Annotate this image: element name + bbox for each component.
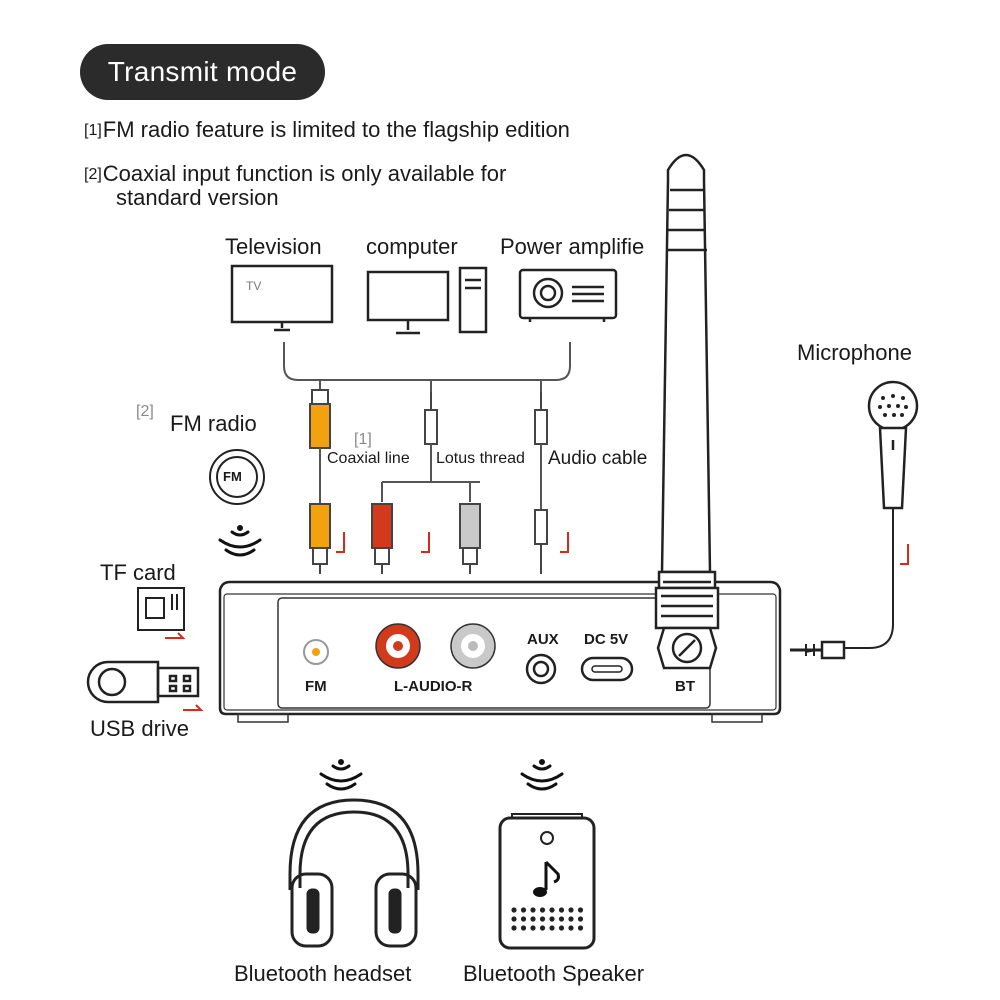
speaker-grille-dot (539, 916, 546, 922)
audio-cable (534, 380, 548, 574)
speaker-grille-dot (539, 907, 546, 913)
rca-left-port-icon (375, 623, 421, 669)
television-icon (230, 264, 334, 332)
speaker-grille-dot (558, 925, 565, 931)
insert-arrow-icon (165, 532, 909, 711)
speaker-grille-dot (530, 907, 536, 913)
usb-drive-label: USB drive (90, 716, 190, 741)
speaker-grille-dot (577, 925, 584, 931)
speaker-grille-dot (568, 907, 574, 913)
fm-port-icon (303, 639, 329, 665)
microphone-label: Microphone (797, 340, 912, 365)
source-bus-line (283, 342, 571, 381)
lotus-cable (371, 380, 481, 574)
fm-port-label: FM (305, 678, 327, 695)
computer-label: computer (366, 234, 458, 259)
bt-label: BT (675, 678, 695, 695)
fm-radio-icon (209, 449, 265, 505)
aux-port-icon (525, 653, 557, 685)
bluetooth-speaker-label: Bluetooth Speaker (463, 961, 645, 986)
aux-port-label: AUX (527, 631, 559, 648)
lotus-thread-label: Lotus thread (436, 450, 525, 467)
coaxial-ref-mark: [1] (354, 431, 372, 448)
television-label: Television (225, 234, 322, 259)
speaker-grille-dot (530, 916, 536, 922)
usb-drive-icon (86, 660, 200, 704)
note-2-text-cont: standard version (116, 185, 279, 210)
speaker-grille-dot (577, 907, 584, 913)
speaker-grille-dot (549, 907, 555, 913)
fm-ref-mark: [2] (136, 403, 154, 420)
audio-port-label: L-AUDIO-R (394, 678, 473, 695)
speaker-icon (498, 813, 596, 950)
note-2-text: Coaxial input function is only available… (102, 161, 507, 186)
speaker-grille-dot (558, 907, 565, 913)
coaxial-line-label: Coaxial line (327, 450, 410, 467)
note-2: [2]Coaxial input function is only availa… (84, 162, 506, 187)
tf-card-icon (137, 587, 185, 631)
microphone-icon (790, 380, 919, 660)
power-amplifier-label: Power amplifie (500, 234, 645, 259)
fm-icon-text: FM (223, 469, 242, 484)
note-1: [1]FM radio feature is limited to the fl… (84, 118, 570, 143)
speaker-grille-dot (520, 925, 527, 931)
tv-screen-label: TV (246, 279, 262, 293)
rca-right-port-icon (450, 623, 496, 669)
note-1-mark: [1] (84, 122, 102, 139)
speaker-grille-dot (558, 916, 565, 922)
power-amplifier-icon (518, 268, 618, 322)
bluetooth-headset-label: Bluetooth headset (234, 961, 412, 986)
speaker-grille-dot (568, 916, 574, 922)
audio-cable-label: Audio cable (548, 448, 648, 469)
tf-card-label: TF card (100, 560, 176, 585)
note-1-text: FM radio feature is limited to the flags… (102, 117, 570, 142)
coaxial-cable (309, 380, 331, 574)
speaker-grille-dot (539, 925, 546, 931)
headphones-icon (288, 798, 420, 948)
note-2-mark: [2] (84, 166, 102, 183)
speaker-grille-dot (511, 907, 517, 913)
usb-c-port-icon (580, 656, 634, 682)
speaker-grille-dot (520, 916, 527, 922)
wireless-signal-icon (218, 525, 564, 791)
fm-radio-label: FM radio (170, 411, 257, 436)
speaker-grille-dot (520, 907, 527, 913)
speaker-grille-dot (568, 925, 574, 931)
mode-badge: Transmit mode (80, 44, 325, 100)
dc-port-label: DC 5V (584, 631, 629, 648)
antenna-icon (654, 153, 720, 670)
speaker-grille-dot (577, 916, 584, 922)
speaker-grille-dot (530, 925, 536, 931)
speaker-grille-dot (511, 916, 517, 922)
speaker-grille-dot (511, 925, 517, 931)
computer-icon (366, 266, 488, 335)
speaker-grille-dot (549, 925, 555, 931)
speaker-grille-dot (549, 916, 555, 922)
